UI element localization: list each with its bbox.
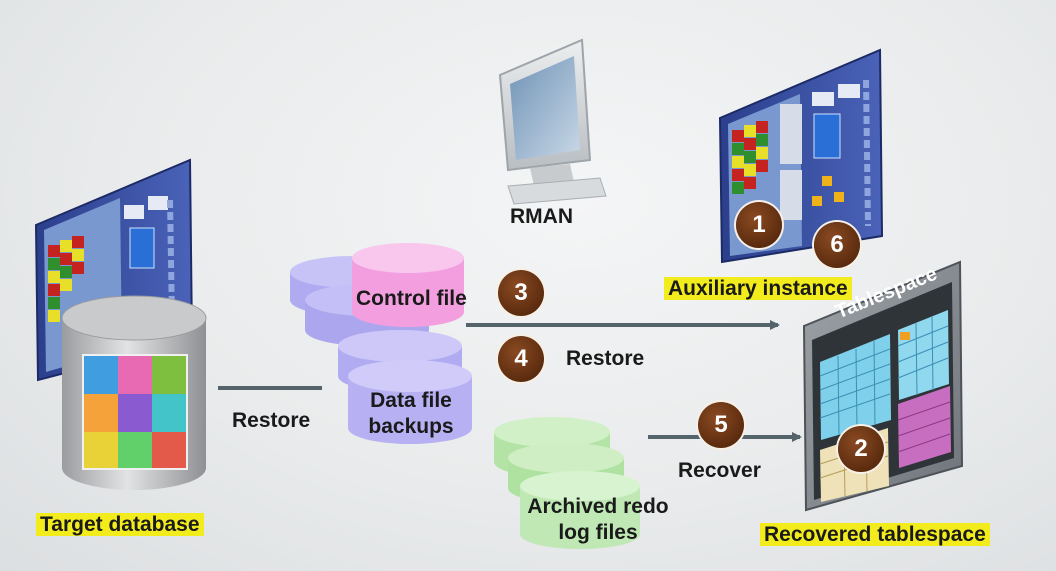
step-badge-5: 5 [698,402,744,448]
recovered-tablespace-label: Recovered tablespace [760,522,990,547]
recovered-tablespace-text: Recovered tablespace [760,523,990,546]
rman-label: RMAN [510,205,573,228]
rman-monitor-icon [498,38,607,205]
archived-redo-logs-label: Archived redo log files [527,495,669,545]
archived-redo-logs-icon [494,417,640,549]
control-file-label: Control file [356,287,467,310]
target-database-label: Target database [36,512,204,537]
target-database-text: Target database [36,513,204,536]
restore-right-label: Restore [566,347,645,370]
control-file-icon [352,243,464,327]
data-file-backups-icon [338,330,472,444]
step-badge-2: 2 [838,426,884,472]
step-badge-6: 6 [814,222,860,268]
step-badge-1: 1 [736,202,782,248]
restore-left-label: Restore [232,409,311,432]
step-badge-3: 3 [498,270,544,316]
auxiliary-instance-label: Auxiliary instance [664,276,852,301]
auxiliary-instance-text: Auxiliary instance [664,277,852,300]
recover-label: Recover [678,459,761,482]
data-file-backups-label: Data file backups [368,389,454,439]
step-badge-4: 4 [498,336,544,382]
target-database-icon [61,295,207,490]
